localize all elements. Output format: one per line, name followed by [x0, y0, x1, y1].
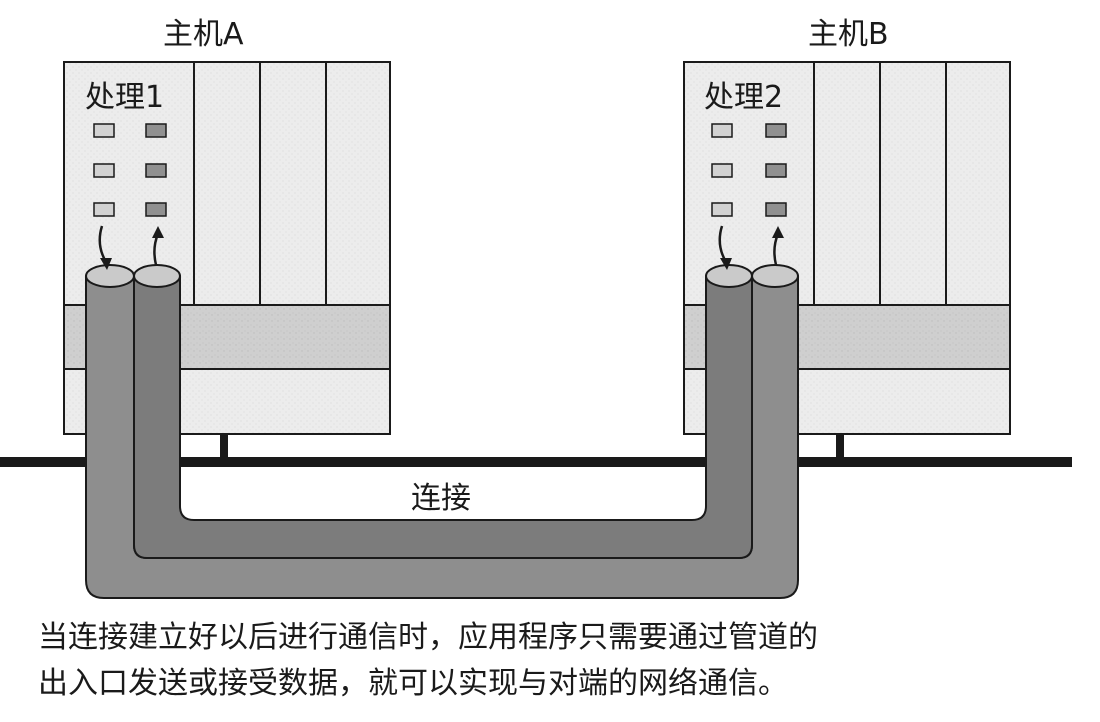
host-a-indicator-lights [93, 123, 167, 217]
flow-arrows [98, 225, 784, 270]
host-a-process-label: 处理1 [85, 80, 164, 115]
host-b-process-label: 处理2 [704, 80, 783, 115]
host-a: 主机A 处理1 [63, 17, 391, 435]
connection-pipes [85, 264, 799, 599]
host-b-indicator-lights [711, 123, 787, 217]
diagram-caption: 当连接建立好以后进行通信时，应用程序只需要通过管道的 出入口发送或接受数据，就可… [38, 615, 1078, 707]
host-b-title: 主机B [808, 17, 889, 52]
pipe-end-a1 [85, 264, 135, 288]
host-a-title: 主机A [163, 17, 244, 52]
host-b-network-tap [836, 432, 844, 460]
connection-label: 连接 [411, 481, 471, 516]
pipe-end-a2 [133, 264, 181, 288]
caption-line-1: 当连接建立好以后进行通信时，应用程序只需要通过管道的 [38, 620, 818, 655]
network-line [0, 432, 1072, 467]
caption-line-2: 出入口发送或接受数据，就可以实现与对端的网络通信。 [38, 666, 788, 701]
pipe-end-b1 [705, 264, 753, 288]
host-a-network-tap [220, 432, 228, 460]
pipe-end-b2 [751, 264, 799, 288]
